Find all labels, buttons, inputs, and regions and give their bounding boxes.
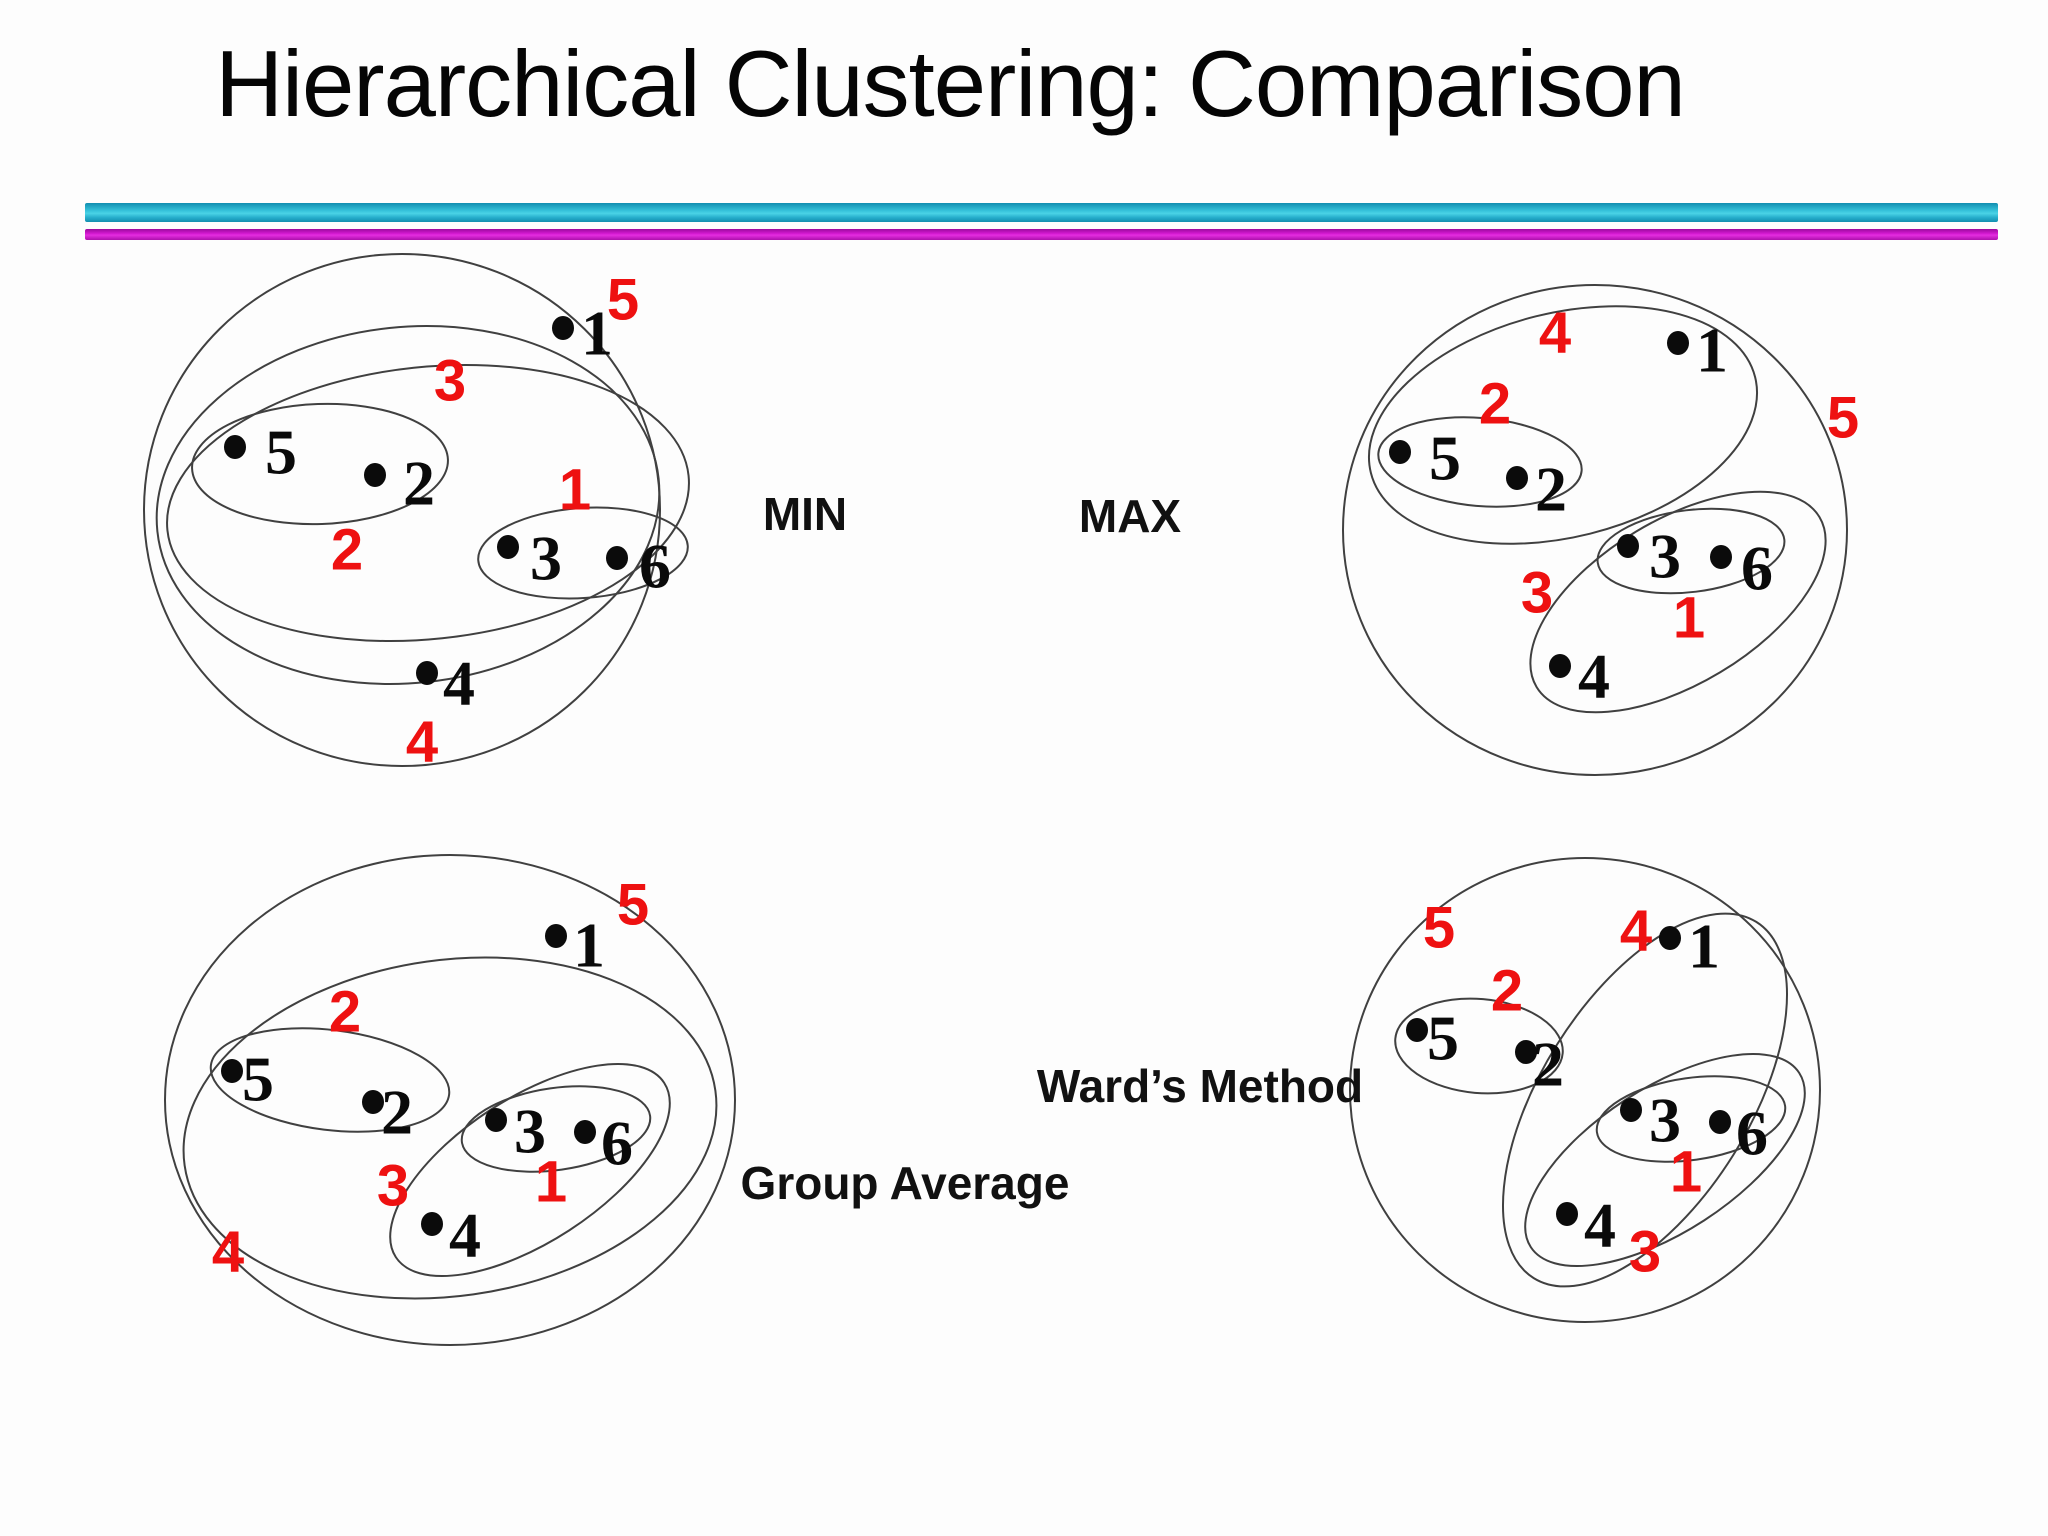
max-point-5-dot [1389, 440, 1411, 464]
slide-title: Hierarchical Clustering: Comparison [215, 31, 1686, 136]
max-cluster-step2-ellipse [1377, 416, 1583, 508]
min-merge-step-1: 1 [559, 458, 591, 523]
wards-merge-step-5: 5 [1423, 896, 1455, 961]
wards-merge-step-1: 1 [1670, 1140, 1702, 1205]
group-average-cluster-step4-ellipse [182, 956, 718, 1300]
group-average-merge-step-5: 5 [617, 873, 649, 938]
wards-point-2-dot [1515, 1040, 1537, 1064]
min-point-5-label: 5 [265, 417, 297, 488]
min-point-1-dot [552, 316, 574, 340]
max-point-3-dot [1617, 534, 1639, 558]
min-point-3-label: 3 [530, 523, 562, 594]
min-cluster-step5-ellipse [143, 253, 661, 767]
min-point-2-dot [364, 463, 386, 487]
wards-method-label: Ward’s Method [1037, 1060, 1363, 1112]
wards-merge-step-4: 4 [1620, 899, 1652, 964]
max-point-2-label: 2 [1535, 454, 1567, 525]
group-average-point-6-label: 6 [601, 1108, 633, 1179]
group-average-cluster-step5-ellipse [164, 854, 736, 1346]
max-point-2-dot [1506, 466, 1528, 490]
group-average-point-6-dot [574, 1120, 596, 1144]
wards-point-5-label: 5 [1427, 1003, 1459, 1074]
min-merge-step-4: 4 [406, 710, 438, 775]
max-merge-step-3: 3 [1521, 561, 1553, 626]
max-merge-step-1: 1 [1673, 586, 1705, 651]
max-cluster-step3-ellipse [1529, 490, 1827, 714]
min-point-5-dot [224, 435, 246, 459]
max-merge-step-4: 4 [1539, 301, 1571, 366]
group-average-point-1-label: 1 [573, 910, 605, 981]
max-point-1-label: 1 [1696, 315, 1728, 386]
min-point-2-label: 2 [403, 448, 435, 519]
diagram-wards-method: 1 2 3 4 5 6 1 2 3 4 5 Ward’s Method [1037, 857, 1821, 1323]
group-average-point-3-label: 3 [514, 1096, 546, 1167]
wards-point-1-label: 1 [1688, 911, 1720, 982]
min-point-6-label: 6 [639, 531, 671, 602]
group-average-point-2-label: 2 [381, 1077, 413, 1148]
accent-bar-magenta [85, 229, 1998, 240]
min-merge-step-3: 3 [434, 349, 466, 414]
group-average-point-5-dot [221, 1059, 243, 1083]
group-average-merge-step-2: 2 [329, 980, 361, 1045]
min-point-4-label: 4 [443, 648, 475, 719]
max-cluster-step5-ellipse [1342, 284, 1848, 776]
group-average-cluster-step1-ellipse [460, 1085, 652, 1173]
group-average-point-2-dot [362, 1090, 384, 1114]
min-method-label: MIN [763, 488, 847, 540]
wards-point-4-dot [1556, 1202, 1578, 1226]
wards-point-6-dot [1709, 1110, 1731, 1134]
group-average-point-4-dot [421, 1212, 443, 1236]
min-point-1-label: 1 [581, 298, 613, 369]
group-average-point-4-label: 4 [449, 1200, 481, 1271]
min-point-6-dot [606, 546, 628, 570]
group-average-point-1-dot [545, 924, 567, 948]
max-cluster-step1-ellipse [1596, 507, 1786, 595]
wards-cluster-step5-ellipse [1349, 857, 1821, 1323]
wards-point-4-label: 4 [1584, 1190, 1616, 1261]
min-cluster-step3-ellipse [166, 364, 690, 642]
wards-point-2-label: 2 [1532, 1029, 1564, 1100]
group-average-point-5-label: 5 [242, 1044, 274, 1115]
group-average-merge-step-3: 3 [377, 1154, 409, 1219]
min-point-3-dot [497, 535, 519, 559]
max-point-6-label: 6 [1741, 533, 1773, 604]
min-point-4-dot [416, 661, 438, 685]
diagram-group-average: 1 2 3 4 5 6 1 2 3 4 5 Group Average [164, 854, 1070, 1346]
max-method-label: MAX [1079, 490, 1182, 542]
group-average-cluster-step2-ellipse [209, 1027, 451, 1133]
group-average-point-3-dot [485, 1108, 507, 1132]
max-cluster-step4-ellipse [1367, 305, 1759, 545]
min-merge-step-5: 5 [607, 268, 639, 333]
wards-merge-step-3: 3 [1629, 1220, 1661, 1285]
group-average-method-label: Group Average [741, 1157, 1070, 1209]
min-merge-step-2: 2 [331, 518, 363, 583]
wards-merge-step-2: 2 [1491, 959, 1523, 1024]
wards-cluster-step4-ellipse [1502, 912, 1788, 1288]
wards-point-5-dot [1406, 1018, 1428, 1042]
wards-point-3-label: 3 [1649, 1085, 1681, 1156]
max-merge-step-5: 5 [1827, 386, 1859, 451]
min-cluster-step2-ellipse [191, 402, 449, 526]
max-point-6-dot [1710, 545, 1732, 569]
diagram-min: 1 2 3 4 5 6 1 2 3 4 5 MIN [143, 253, 847, 775]
accent-bar-cyan [85, 203, 1998, 222]
wards-point-6-label: 6 [1736, 1098, 1768, 1169]
max-point-5-label: 5 [1429, 423, 1461, 494]
max-point-4-label: 4 [1578, 641, 1610, 712]
max-point-4-dot [1549, 654, 1571, 678]
min-cluster-step1-ellipse [477, 506, 689, 600]
wards-point-1-dot [1659, 926, 1681, 950]
diagram-max: 1 2 3 4 5 6 1 2 3 4 5 MAX [1079, 284, 1859, 776]
wards-point-3-dot [1620, 1098, 1642, 1122]
wards-cluster-step2-ellipse [1394, 997, 1564, 1095]
wards-cluster-step1-ellipse [1595, 1075, 1787, 1163]
max-merge-step-2: 2 [1479, 372, 1511, 437]
group-average-merge-step-4: 4 [212, 1220, 244, 1285]
group-average-merge-step-1: 1 [535, 1150, 567, 1215]
max-point-1-dot [1667, 331, 1689, 355]
max-point-3-label: 3 [1649, 521, 1681, 592]
